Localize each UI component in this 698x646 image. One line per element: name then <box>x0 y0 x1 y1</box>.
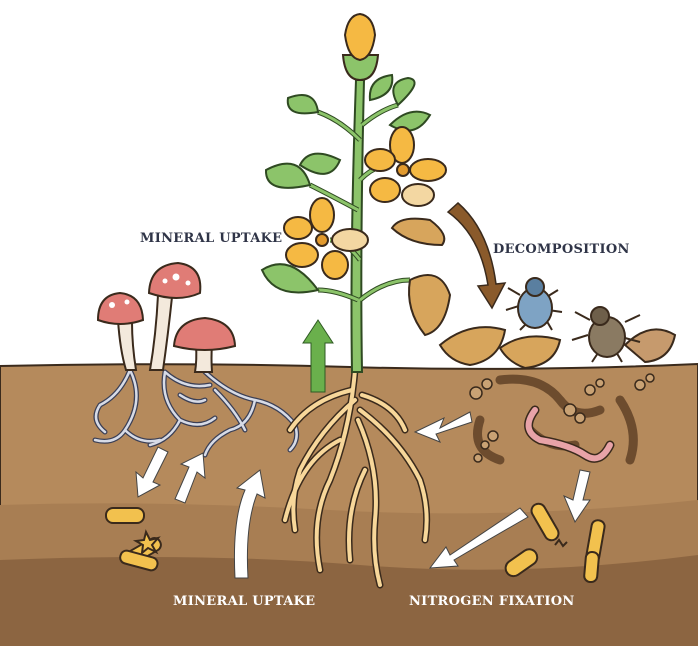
mushroom-left <box>98 293 143 370</box>
dried-leaves <box>392 219 450 335</box>
nitrogen-fixation-label: NITROGEN FIXATION <box>409 594 575 609</box>
fallen-leaves <box>440 327 675 368</box>
flower-bud <box>343 14 378 80</box>
mushroom-tall <box>149 263 200 370</box>
blue-beetle <box>506 278 562 330</box>
mineral-uptake-label-bottom: MINERAL UPTAKE <box>173 594 315 609</box>
decomposition-label: DECOMPOSITION <box>493 242 630 257</box>
brown-beetle <box>572 307 640 362</box>
flower-upper <box>365 127 446 206</box>
mineral-uptake-label-top: MINERAL UPTAKE <box>140 231 282 246</box>
